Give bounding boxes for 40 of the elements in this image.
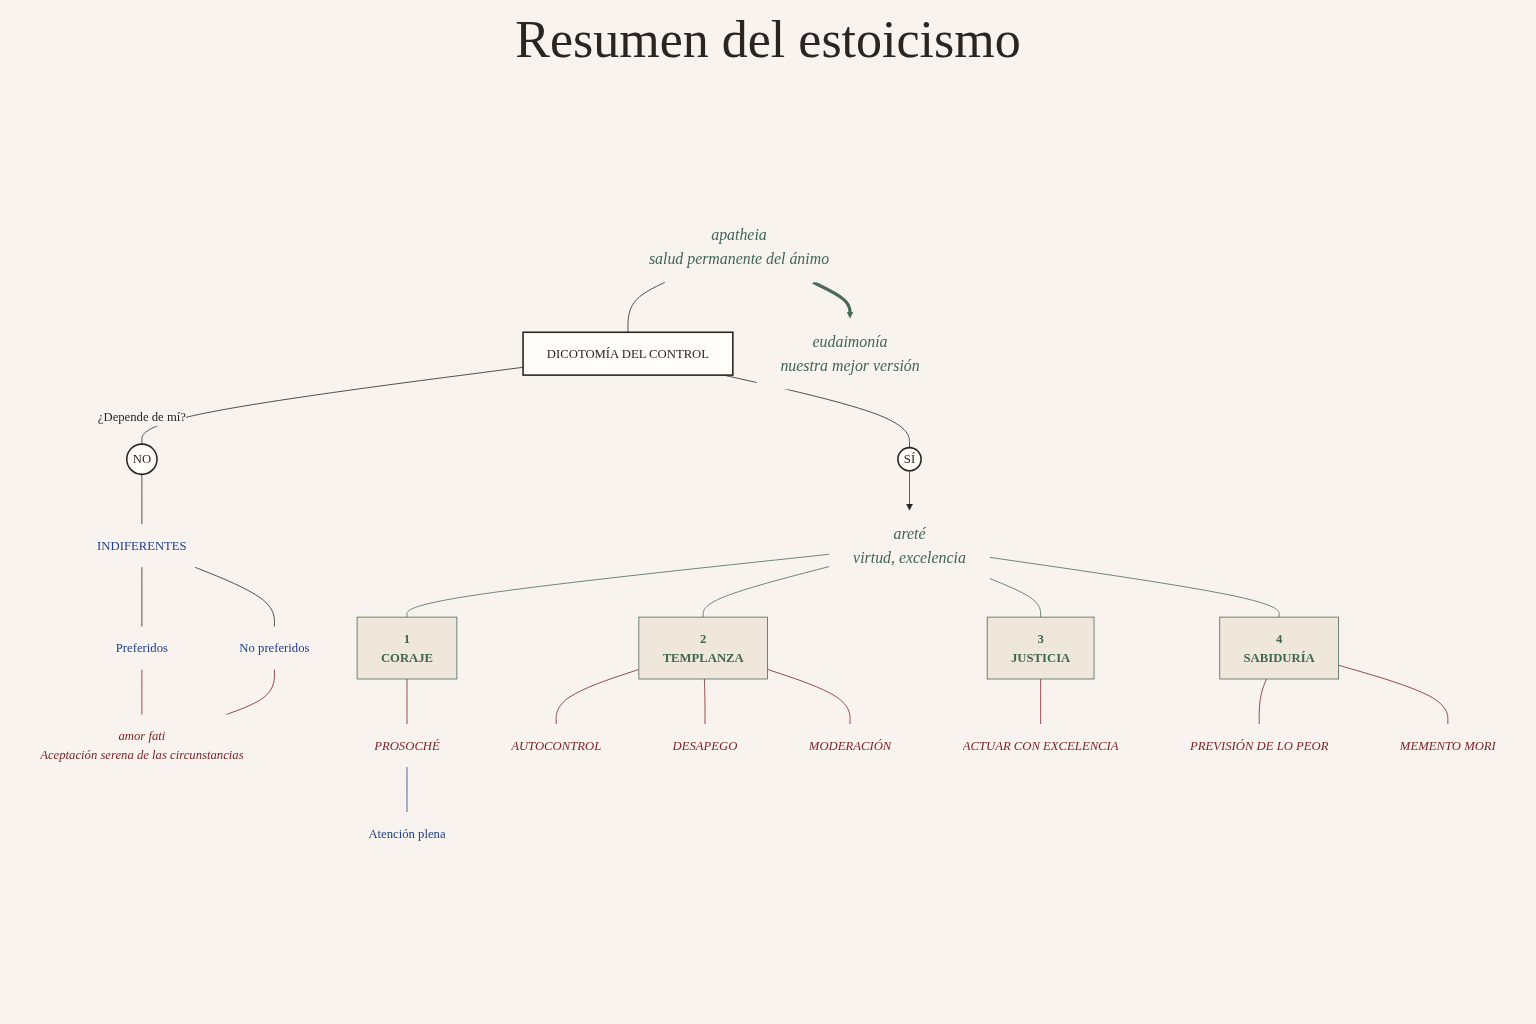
- edge-label: ¿Depende de mí?: [97, 409, 186, 424]
- connector: [627, 281, 666, 333]
- connector: [141, 366, 524, 445]
- node-box: 3 JUSTICIA: [986, 616, 1095, 680]
- connector: [1338, 664, 1449, 725]
- connector: [225, 669, 275, 716]
- node-box: 1 CORAJE: [356, 616, 458, 680]
- node-text: MODERACIÓN: [808, 738, 892, 752]
- connector: [767, 669, 851, 725]
- connector: [555, 669, 640, 725]
- connector: [702, 566, 830, 618]
- node-text: INDIFERENTES: [97, 538, 187, 553]
- connector: [406, 553, 830, 618]
- title: Resumen del estoicismo: [514, 10, 1022, 69]
- node-text: amor fati Aceptación serena de las circunstancias: [40, 728, 244, 762]
- node-text: No preferidos: [239, 640, 310, 655]
- connector: [1258, 678, 1267, 725]
- node-text: apatheia salud permanente del ánimo: [648, 225, 830, 268]
- node-box: DICOTOMÍA DEL CONTROL: [522, 331, 734, 376]
- node-text: areté virtud, excelencia: [853, 525, 966, 567]
- node-box: 4 SABIDURÍA: [1219, 616, 1339, 680]
- connector: [141, 473, 143, 525]
- node-text: Preferidos: [115, 640, 168, 655]
- node-text: eudaimonía nuestra mejor versión: [780, 333, 920, 375]
- connector: [194, 566, 275, 628]
- node-text: Atención plena: [368, 826, 446, 841]
- connector: [703, 678, 706, 725]
- node-text: PREVISIÓN DE LO PEOR: [1189, 738, 1329, 752]
- node-text: ACTUAR CON EXCELENCIA: [962, 738, 1119, 752]
- connector: [1040, 678, 1042, 725]
- node-text: MEMENTO MORI: [1399, 738, 1496, 752]
- node-circle: SÍ: [897, 446, 922, 472]
- node-circle: NO: [125, 443, 158, 476]
- connector: [989, 556, 1280, 618]
- node-text: DESAPEGO: [672, 738, 738, 752]
- connector: [989, 578, 1042, 618]
- arrow: [812, 280, 854, 319]
- node-box: 2 TEMPLANZA: [638, 616, 768, 680]
- node-text: AUTOCONTROL: [511, 738, 602, 752]
- node-text: PROSOCHÉ: [374, 738, 440, 752]
